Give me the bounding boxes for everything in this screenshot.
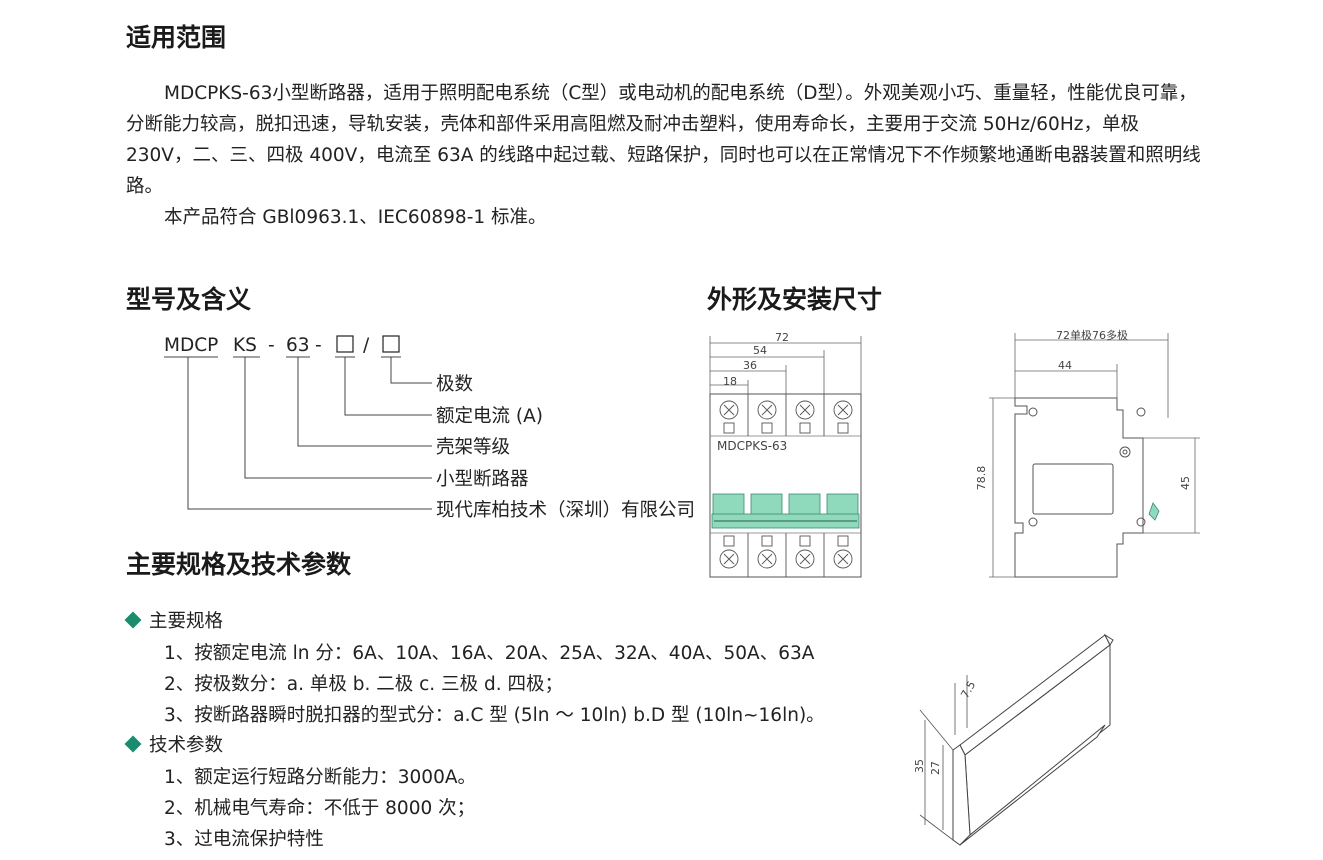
meaning-frame-grade: 壳架等级	[436, 437, 510, 458]
main-spec-item-2: 2、按极数分：a. 单极 b. 二极 c. 三极 d. 四极；	[164, 674, 563, 695]
tech-spec-item-3: 3、过电流保护特性	[164, 829, 324, 850]
code-part-slash: /	[363, 335, 370, 356]
meaning-poles: 极数	[436, 374, 473, 395]
code-part-box-2	[382, 335, 400, 353]
specs-heading: 主要规格及技术参数	[126, 550, 352, 579]
scope-paragraph-2: 本产品符合 GBl0963.1、IEC60898-1 标准。	[164, 207, 547, 228]
code-part-dash-2: -	[315, 335, 322, 356]
side-dim-top: 72单极76多极	[1056, 328, 1128, 342]
tech-spec-label: 技术参数	[149, 735, 224, 756]
tech-spec-item-2: 2、机械电气寿命：不低于 8000 次；	[164, 798, 476, 819]
meaning-mcb: 小型断路器	[436, 469, 529, 490]
rail-dim-7-5: 7.5	[958, 679, 978, 701]
product-label: MDCPKS-63	[717, 439, 787, 453]
code-part-ks: KS	[233, 335, 257, 356]
scope-paragraph-1: MDCPKS-63小型断路器，适用于照明配电系统（C型）或电动机的配电系统（D型…	[126, 83, 1201, 197]
side-view-drawing: 72单极76多极 44 78.8 45	[975, 328, 1200, 578]
main-spec-item-3: 3、按断路器瞬时脱扣器的型式分：a.C 型 (5ln ～ 10ln) b.D 型…	[164, 705, 825, 726]
diamond-icon	[124, 735, 142, 753]
dim-36: 36	[743, 359, 757, 372]
side-dim-45: 45	[1179, 476, 1192, 490]
code-part-63: 63	[286, 335, 310, 356]
dimensions-heading: 外形及安装尺寸	[707, 285, 883, 314]
scope-text: MDCPKS-63小型断路器，适用于照明配电系统（C型）或电动机的配电系统（D型…	[126, 78, 1201, 233]
front-view-drawing: 72 54 36 18 MDCPKS-63	[709, 331, 862, 578]
code-part-box-1	[336, 335, 354, 353]
dim-54: 54	[753, 344, 767, 357]
front-body	[709, 393, 862, 578]
dim-72: 72	[775, 331, 789, 344]
diamond-icon	[124, 611, 142, 629]
meaning-company: 现代库柏技术（深圳）有限公司	[436, 500, 695, 521]
rail-dim-35: 35	[913, 759, 926, 773]
code-part-dash-1: -	[268, 335, 275, 356]
code-part-mdcp: MDCP	[164, 335, 218, 356]
main-spec-item-1: 1、按额定电流 ln 分：6A、10A、16A、20A、25A、32A、40A、…	[164, 643, 815, 664]
main-spec-bullet: 主要规格	[124, 607, 224, 633]
dim-18: 18	[723, 375, 737, 388]
din-rail-drawing: 7.5 35 27	[913, 633, 1114, 846]
scope-heading: 适用范围	[126, 23, 227, 52]
tech-spec-bullet: 技术参数	[124, 731, 224, 757]
main-spec-label: 主要规格	[149, 611, 224, 632]
model-code-diagram: MDCP KS - 63 - / 极数 额定电流 (A) 壳架等级 小型断路器 …	[164, 335, 695, 521]
side-dim-height: 78.8	[975, 466, 988, 491]
meaning-rated-current: 额定电流 (A)	[436, 406, 543, 427]
side-dim-44: 44	[1058, 359, 1072, 372]
rail-dim-27: 27	[929, 761, 942, 775]
tech-spec-item-1: 1、额定运行短路分断能力：3000A。	[164, 767, 477, 788]
model-heading: 型号及含义	[126, 285, 252, 314]
